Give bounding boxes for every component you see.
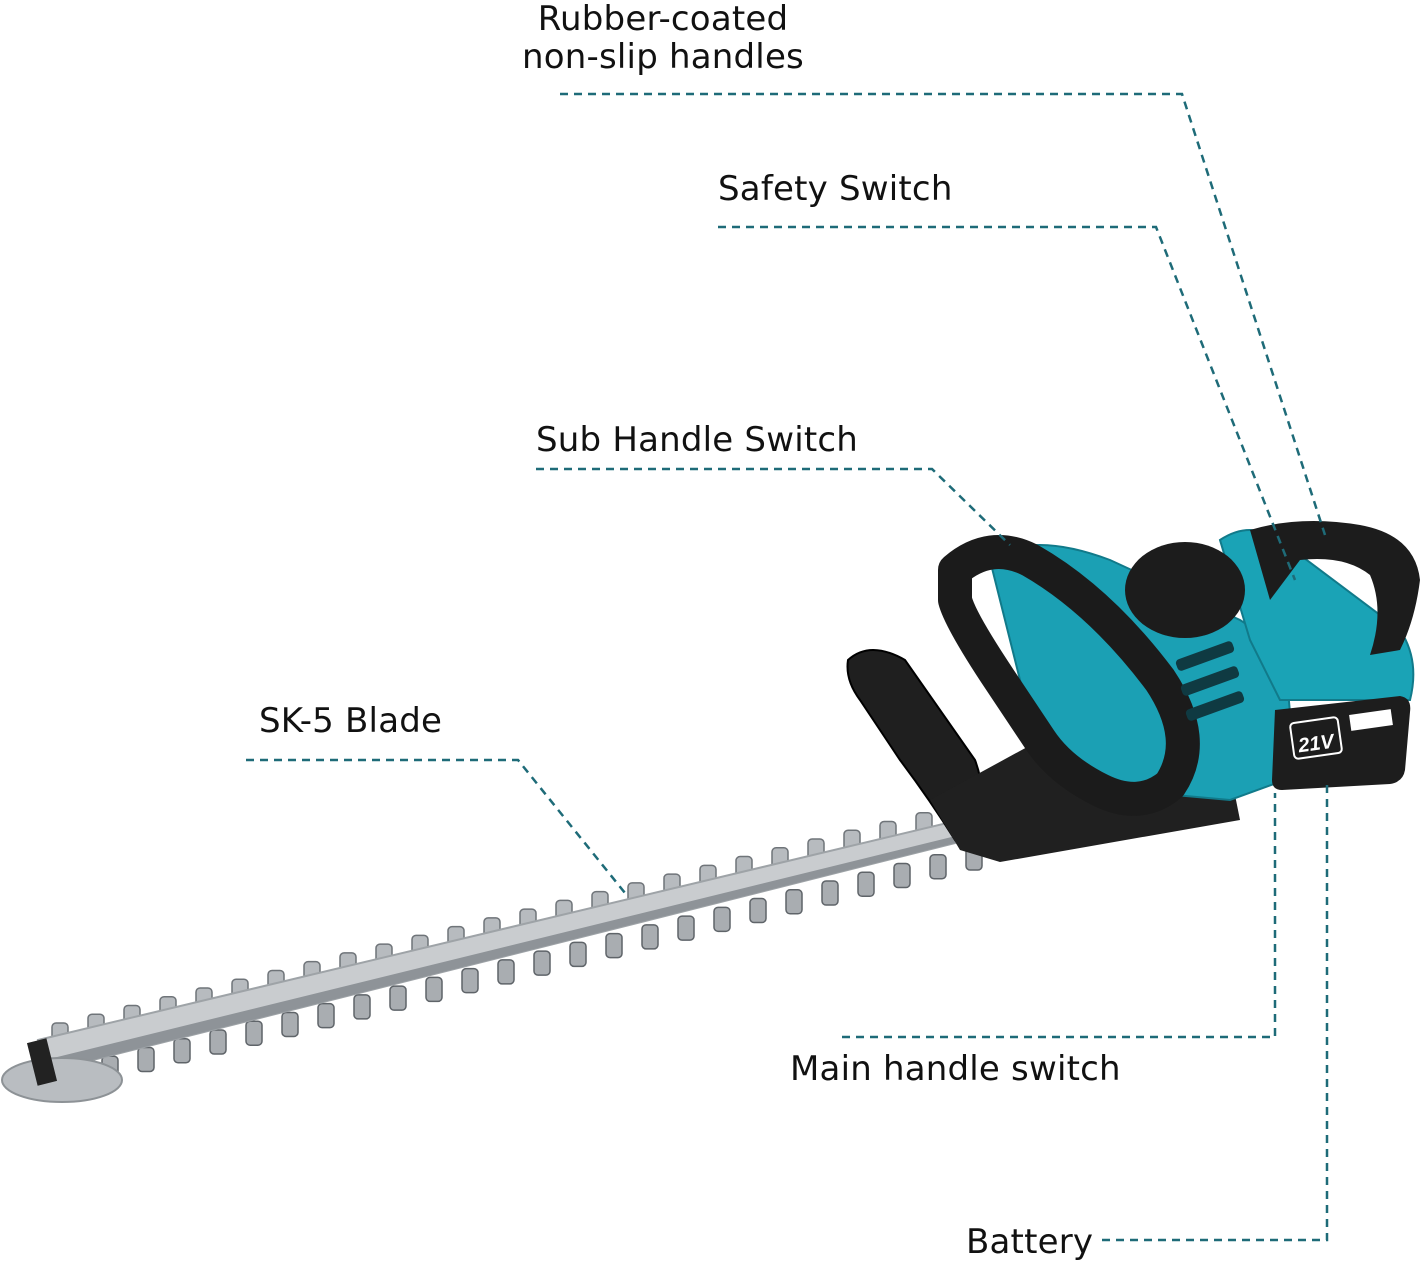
blade-tooth-lower xyxy=(749,897,767,924)
blade-tooth-lower xyxy=(425,976,443,1003)
label-sub-handle-switch: Sub Handle Switch xyxy=(536,420,859,460)
blade-tooth-lower xyxy=(317,1002,335,1029)
rear-handle-grip xyxy=(1250,521,1420,655)
blade-tooth-lower xyxy=(713,906,731,933)
label-sk5-blade: SK-5 Blade xyxy=(259,701,443,741)
label-rubber-line2: non-slip handles xyxy=(522,37,804,77)
motor-cap xyxy=(1125,542,1245,638)
blade-tooth-lower xyxy=(641,924,659,950)
blade-tooth-lower xyxy=(173,1037,191,1064)
label-battery: Battery xyxy=(966,1222,1094,1262)
blade-bar-shadow xyxy=(45,832,975,1072)
blade-tooth-lower xyxy=(677,915,695,941)
blade-tooth-lower xyxy=(281,1011,299,1038)
label-main-handle-switch: Main handle switch xyxy=(790,1049,1121,1089)
leader-sub xyxy=(536,467,1011,546)
battery-voltage-badge: 21V xyxy=(1296,730,1337,757)
blade-tooth-lower xyxy=(821,880,839,906)
blade-tooth-lower xyxy=(137,1046,155,1073)
blade-tooth-lower xyxy=(857,871,875,898)
blade-tooth-lower xyxy=(533,950,551,976)
blade-tooth-lower xyxy=(929,854,947,880)
blade-tooth-lower xyxy=(893,862,911,889)
leader-rubber xyxy=(560,92,1327,536)
battery-pack: 21V xyxy=(1272,696,1411,790)
blade-tip-plate xyxy=(1,1057,123,1103)
blade-tooth-lower xyxy=(389,985,407,1011)
blade-tooth-lower xyxy=(605,932,623,959)
label-rubber-line1: Rubber-coated xyxy=(537,0,789,39)
blade-tooth-lower xyxy=(461,967,479,994)
blade-tooth-lower xyxy=(353,994,371,1020)
blade-tooth-lower xyxy=(569,941,587,968)
blade-tooth-lower xyxy=(497,959,515,985)
label-rubber-coated-handles: Rubber-coated non-slip handles xyxy=(503,0,823,76)
leader-main xyxy=(842,793,1277,1039)
leader-safety xyxy=(718,225,1297,581)
leader-lines xyxy=(246,92,1329,1242)
leader-battery xyxy=(1102,780,1329,1242)
blade-tooth-lower xyxy=(245,1020,263,1046)
blade-tooth-lower xyxy=(209,1029,227,1055)
blade-tip-cap xyxy=(26,1038,58,1086)
label-safety-switch: Safety Switch xyxy=(718,169,953,209)
leader-blade xyxy=(246,758,626,894)
front-loop-handle xyxy=(938,535,1200,816)
blade-tooth-lower xyxy=(785,889,803,915)
